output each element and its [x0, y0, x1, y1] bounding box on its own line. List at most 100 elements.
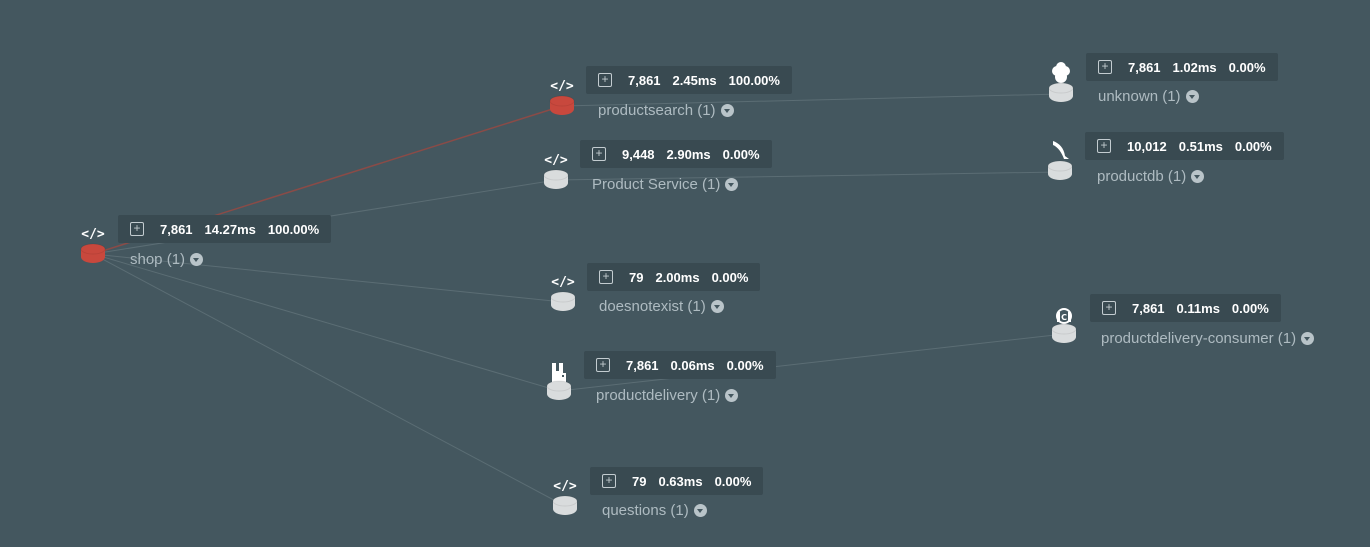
expand-icon[interactable]: + — [130, 222, 144, 236]
latency: 2.90ms — [666, 146, 711, 162]
expand-icon[interactable]: + — [592, 147, 606, 161]
service-name: unknown (1) — [1098, 88, 1181, 105]
svg-text:</>: </> — [81, 227, 105, 242]
expand-icon[interactable]: + — [599, 270, 613, 284]
expand-icon[interactable]: + — [596, 358, 610, 372]
node-productdb-label[interactable]: productdb (1) — [1097, 168, 1205, 185]
node-productdb-stats: + 10,012 0.51ms 0.00% — [1085, 132, 1284, 160]
node-productsearch-icon[interactable]: </> — [547, 74, 577, 118]
code-icon: </> — [549, 79, 575, 115]
rabbitmq-icon — [546, 363, 572, 400]
calls-count: 10,012 — [1127, 138, 1167, 154]
svg-text:</>: </> — [544, 153, 568, 168]
service-name: productdelivery (1) — [596, 387, 721, 404]
error-rate: 0.00% — [726, 357, 764, 373]
error-rate: 100.00% — [728, 72, 780, 88]
svg-text:</>: </> — [553, 479, 577, 494]
chevron-down-icon[interactable] — [693, 504, 707, 517]
chevron-down-icon[interactable] — [720, 104, 734, 117]
expand-icon[interactable]: + — [1097, 139, 1111, 153]
error-rate: 0.00% — [711, 269, 749, 285]
node-doesnotexist-stats: + 79 2.00ms 0.00% — [587, 263, 761, 291]
code-icon: </> — [80, 227, 106, 263]
mysql-dolphin-icon — [1047, 141, 1073, 180]
latency: 2.00ms — [655, 269, 700, 285]
latency: 2.45ms — [672, 72, 717, 88]
node-questions-stats: + 79 0.63ms 0.00% — [590, 467, 764, 495]
error-rate: 0.00% — [1234, 138, 1272, 154]
code-icon: </> — [550, 275, 576, 311]
calls-count: 7,861 — [160, 221, 193, 237]
node-productdelivery-consumer-label[interactable]: productdelivery-consumer (1) — [1101, 330, 1315, 347]
code-icon: </> — [543, 153, 569, 189]
chevron-down-icon[interactable] — [1301, 332, 1315, 345]
node-productdelivery-consumer-stats: + 7,861 0.11ms 0.00% — [1090, 294, 1281, 322]
node-productsearch-label[interactable]: productsearch (1) — [598, 102, 734, 119]
unknown-service-icon — [1048, 62, 1074, 102]
error-rate: 0.00% — [1231, 300, 1269, 316]
calls-count: 7,861 — [628, 72, 661, 88]
chevron-down-icon[interactable] — [190, 253, 204, 266]
node-productsearch-stats: + 7,861 2.45ms 100.00% — [586, 66, 792, 94]
node-unknown-icon[interactable] — [1046, 61, 1076, 105]
service-name: shop (1) — [130, 251, 186, 268]
edge-productdelivery-consumer — [558, 333, 1065, 392]
edge-shop-productdelivery — [92, 253, 560, 392]
node-shop-label[interactable]: shop (1) — [130, 251, 204, 268]
node-productdb-icon[interactable] — [1045, 139, 1075, 183]
error-rate: 0.00% — [1228, 59, 1266, 75]
calls-count: 79 — [629, 269, 644, 285]
expand-icon[interactable]: + — [1102, 301, 1116, 315]
node-product-service-stats: + 9,448 2.90ms 0.00% — [580, 140, 772, 168]
service-name: doesnotexist (1) — [599, 298, 706, 315]
node-unknown-stats: + 7,861 1.02ms 0.00% — [1086, 53, 1278, 81]
edge-shop-doesnotexist — [92, 253, 564, 303]
node-productdelivery-icon[interactable] — [544, 359, 574, 403]
node-doesnotexist-icon[interactable]: </> — [548, 270, 578, 314]
calls-count: 9,448 — [622, 146, 655, 162]
latency: 0.11ms — [1176, 300, 1220, 316]
chevron-down-icon[interactable] — [1185, 90, 1199, 103]
calls-count: 79 — [632, 473, 647, 489]
service-name: productsearch (1) — [598, 102, 716, 119]
chevron-down-icon[interactable] — [725, 389, 739, 402]
error-rate: 0.00% — [714, 473, 752, 489]
chevron-down-icon[interactable] — [1191, 170, 1205, 183]
service-name: productdb (1) — [1097, 168, 1187, 185]
expand-icon[interactable]: + — [1098, 60, 1112, 74]
calls-count: 7,861 — [1132, 300, 1165, 316]
expand-icon[interactable]: + — [602, 474, 616, 488]
expand-icon[interactable]: + — [598, 73, 612, 87]
error-rate: 0.00% — [722, 146, 760, 162]
node-productdelivery-consumer-icon[interactable]: C — [1049, 302, 1079, 346]
edge-shop-questions — [92, 253, 566, 507]
node-product-service-icon[interactable]: </> — [541, 148, 571, 192]
svg-text:</>: </> — [550, 79, 574, 94]
chevron-down-icon[interactable] — [725, 178, 739, 191]
code-icon: </> — [552, 479, 578, 515]
node-shop-stats: + 7,861 14.27ms 100.00% — [118, 215, 332, 243]
service-name: Product Service (1) — [592, 176, 721, 193]
edge-productsearch-unknown — [561, 93, 1062, 107]
service-name: productdelivery-consumer (1) — [1101, 330, 1297, 347]
latency: 0.06ms — [670, 357, 715, 373]
svg-text:</>: </> — [551, 275, 575, 290]
node-questions-label[interactable]: questions (1) — [602, 502, 707, 519]
node-doesnotexist-label[interactable]: doesnotexist (1) — [599, 298, 724, 315]
node-productdelivery-label[interactable]: productdelivery (1) — [596, 387, 739, 404]
node-productdelivery-stats: + 7,861 0.06ms 0.00% — [584, 351, 776, 379]
calls-count: 7,861 — [626, 357, 659, 373]
latency: 0.51ms — [1178, 138, 1223, 154]
consumer-icon: C — [1051, 308, 1077, 343]
node-unknown-label[interactable]: unknown (1) — [1098, 88, 1199, 105]
latency: 1.02ms — [1172, 59, 1217, 75]
error-rate: 100.00% — [267, 221, 320, 237]
edge-product-service-productdb — [555, 171, 1061, 181]
node-shop-icon[interactable]: </> — [78, 222, 108, 266]
latency: 0.63ms — [658, 473, 703, 489]
latency: 14.27ms — [204, 221, 256, 237]
node-product-service-label[interactable]: Product Service (1) — [592, 176, 739, 193]
svg-text:C: C — [1061, 313, 1067, 322]
node-questions-icon[interactable]: </> — [550, 474, 580, 518]
chevron-down-icon[interactable] — [710, 300, 724, 313]
